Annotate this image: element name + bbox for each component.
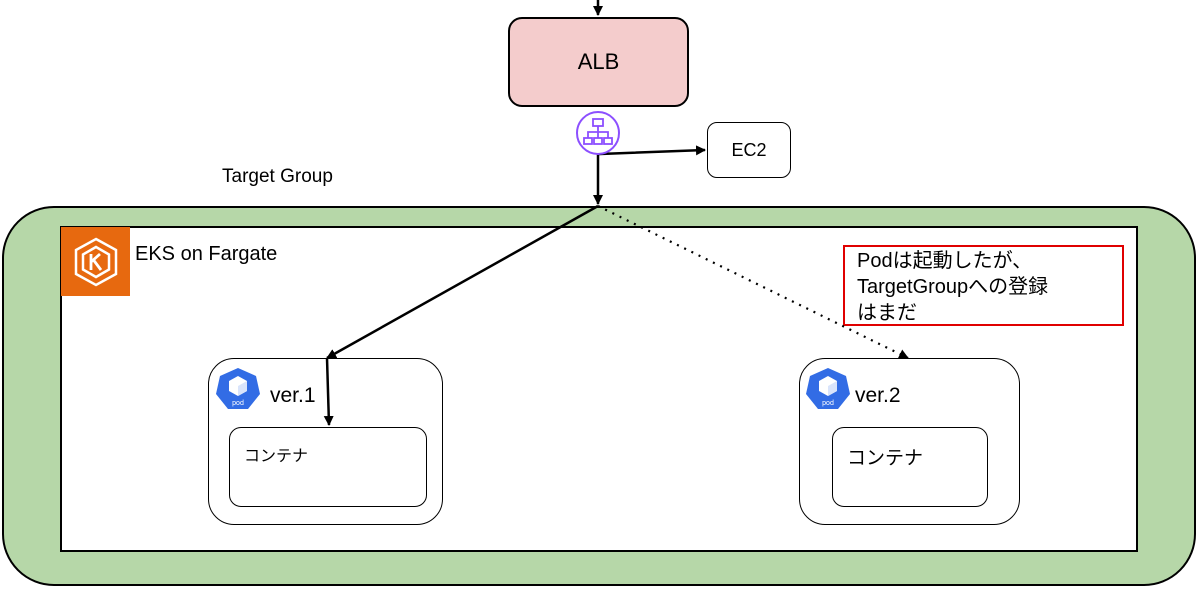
- container-box: コンテナ: [832, 427, 988, 507]
- target-group-icon: [575, 110, 621, 156]
- alb-node: ALB: [508, 17, 689, 107]
- pod-version-label: ver.2: [855, 384, 901, 407]
- note-box: Podは起動したが、 TargetGroupへの登録 はまだ: [843, 245, 1124, 326]
- kubernetes-pod-icon: pod: [806, 367, 850, 411]
- ec2-node: EC2: [707, 122, 791, 178]
- kubernetes-pod-icon: pod: [216, 367, 260, 411]
- arrow-to-container-ver1: [323, 357, 334, 426]
- pod-version-label: ver.1: [270, 384, 316, 407]
- note-line: Podは起動したが、: [857, 250, 1033, 272]
- svg-text:pod: pod: [232, 400, 244, 407]
- eks-label: EKS on Fargate: [135, 243, 278, 265]
- pending-arrow-to-pod-ver2: [597, 205, 909, 359]
- svg-text:pod: pod: [822, 400, 834, 407]
- target-group-label: Target Group: [222, 166, 333, 187]
- arrow-to-pod-ver1: [326, 204, 599, 360]
- note-line: はまだ: [857, 302, 917, 324]
- note-line: TargetGroupへの登録: [857, 276, 1049, 298]
- container-box: コンテナ: [229, 427, 427, 507]
- eks-icon: [61, 227, 130, 296]
